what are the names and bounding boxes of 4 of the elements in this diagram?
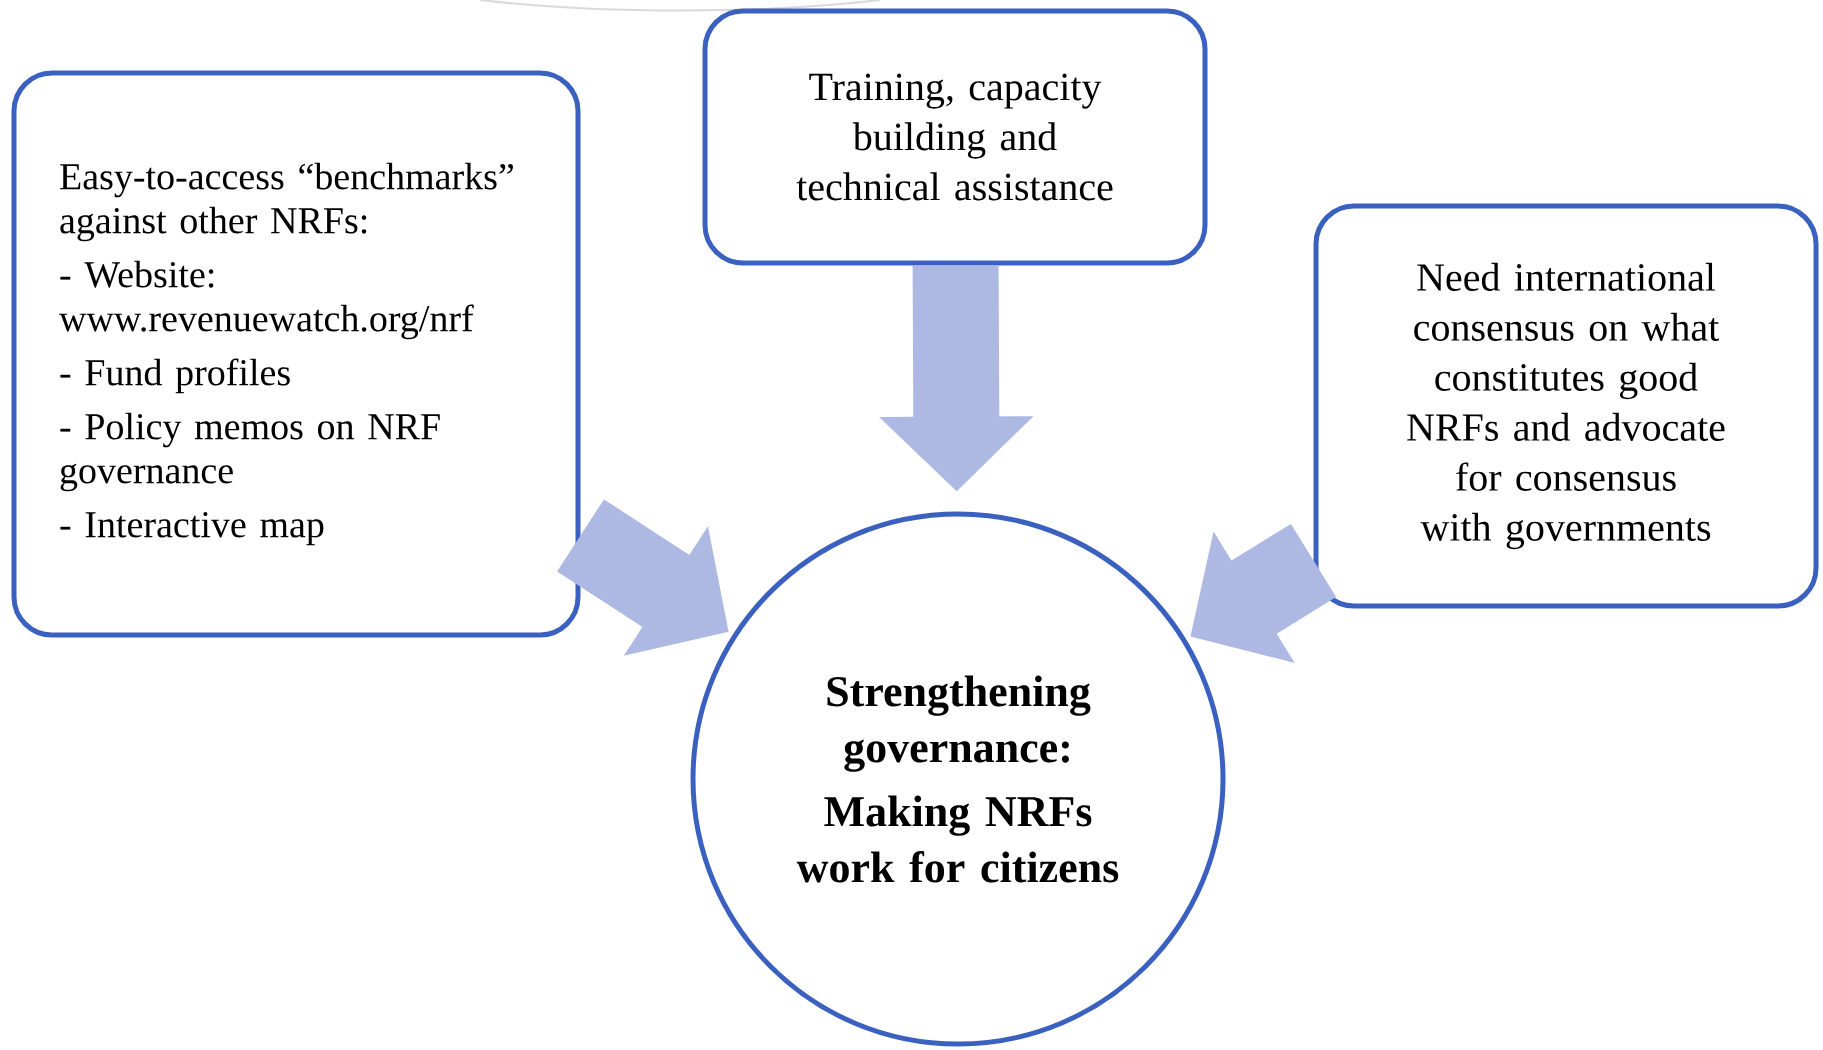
circle-node: Strengthening governance: Making NRFs work for citizens bbox=[690, 511, 1226, 1047]
rounded-box: Need international consensus on what constitutes good NRFs and advocate for consensus with governments bbox=[1313, 203, 1819, 609]
rounded-box: Training, capacity building and technical assistance bbox=[702, 8, 1208, 266]
rounded-box: Easy-to-access “benchmarks” against other NRFs: - Website: www.revenuewatch.org/nrf - Fund profiles - Policy memos on NRF governance - Interactive map bbox=[11, 70, 581, 638]
